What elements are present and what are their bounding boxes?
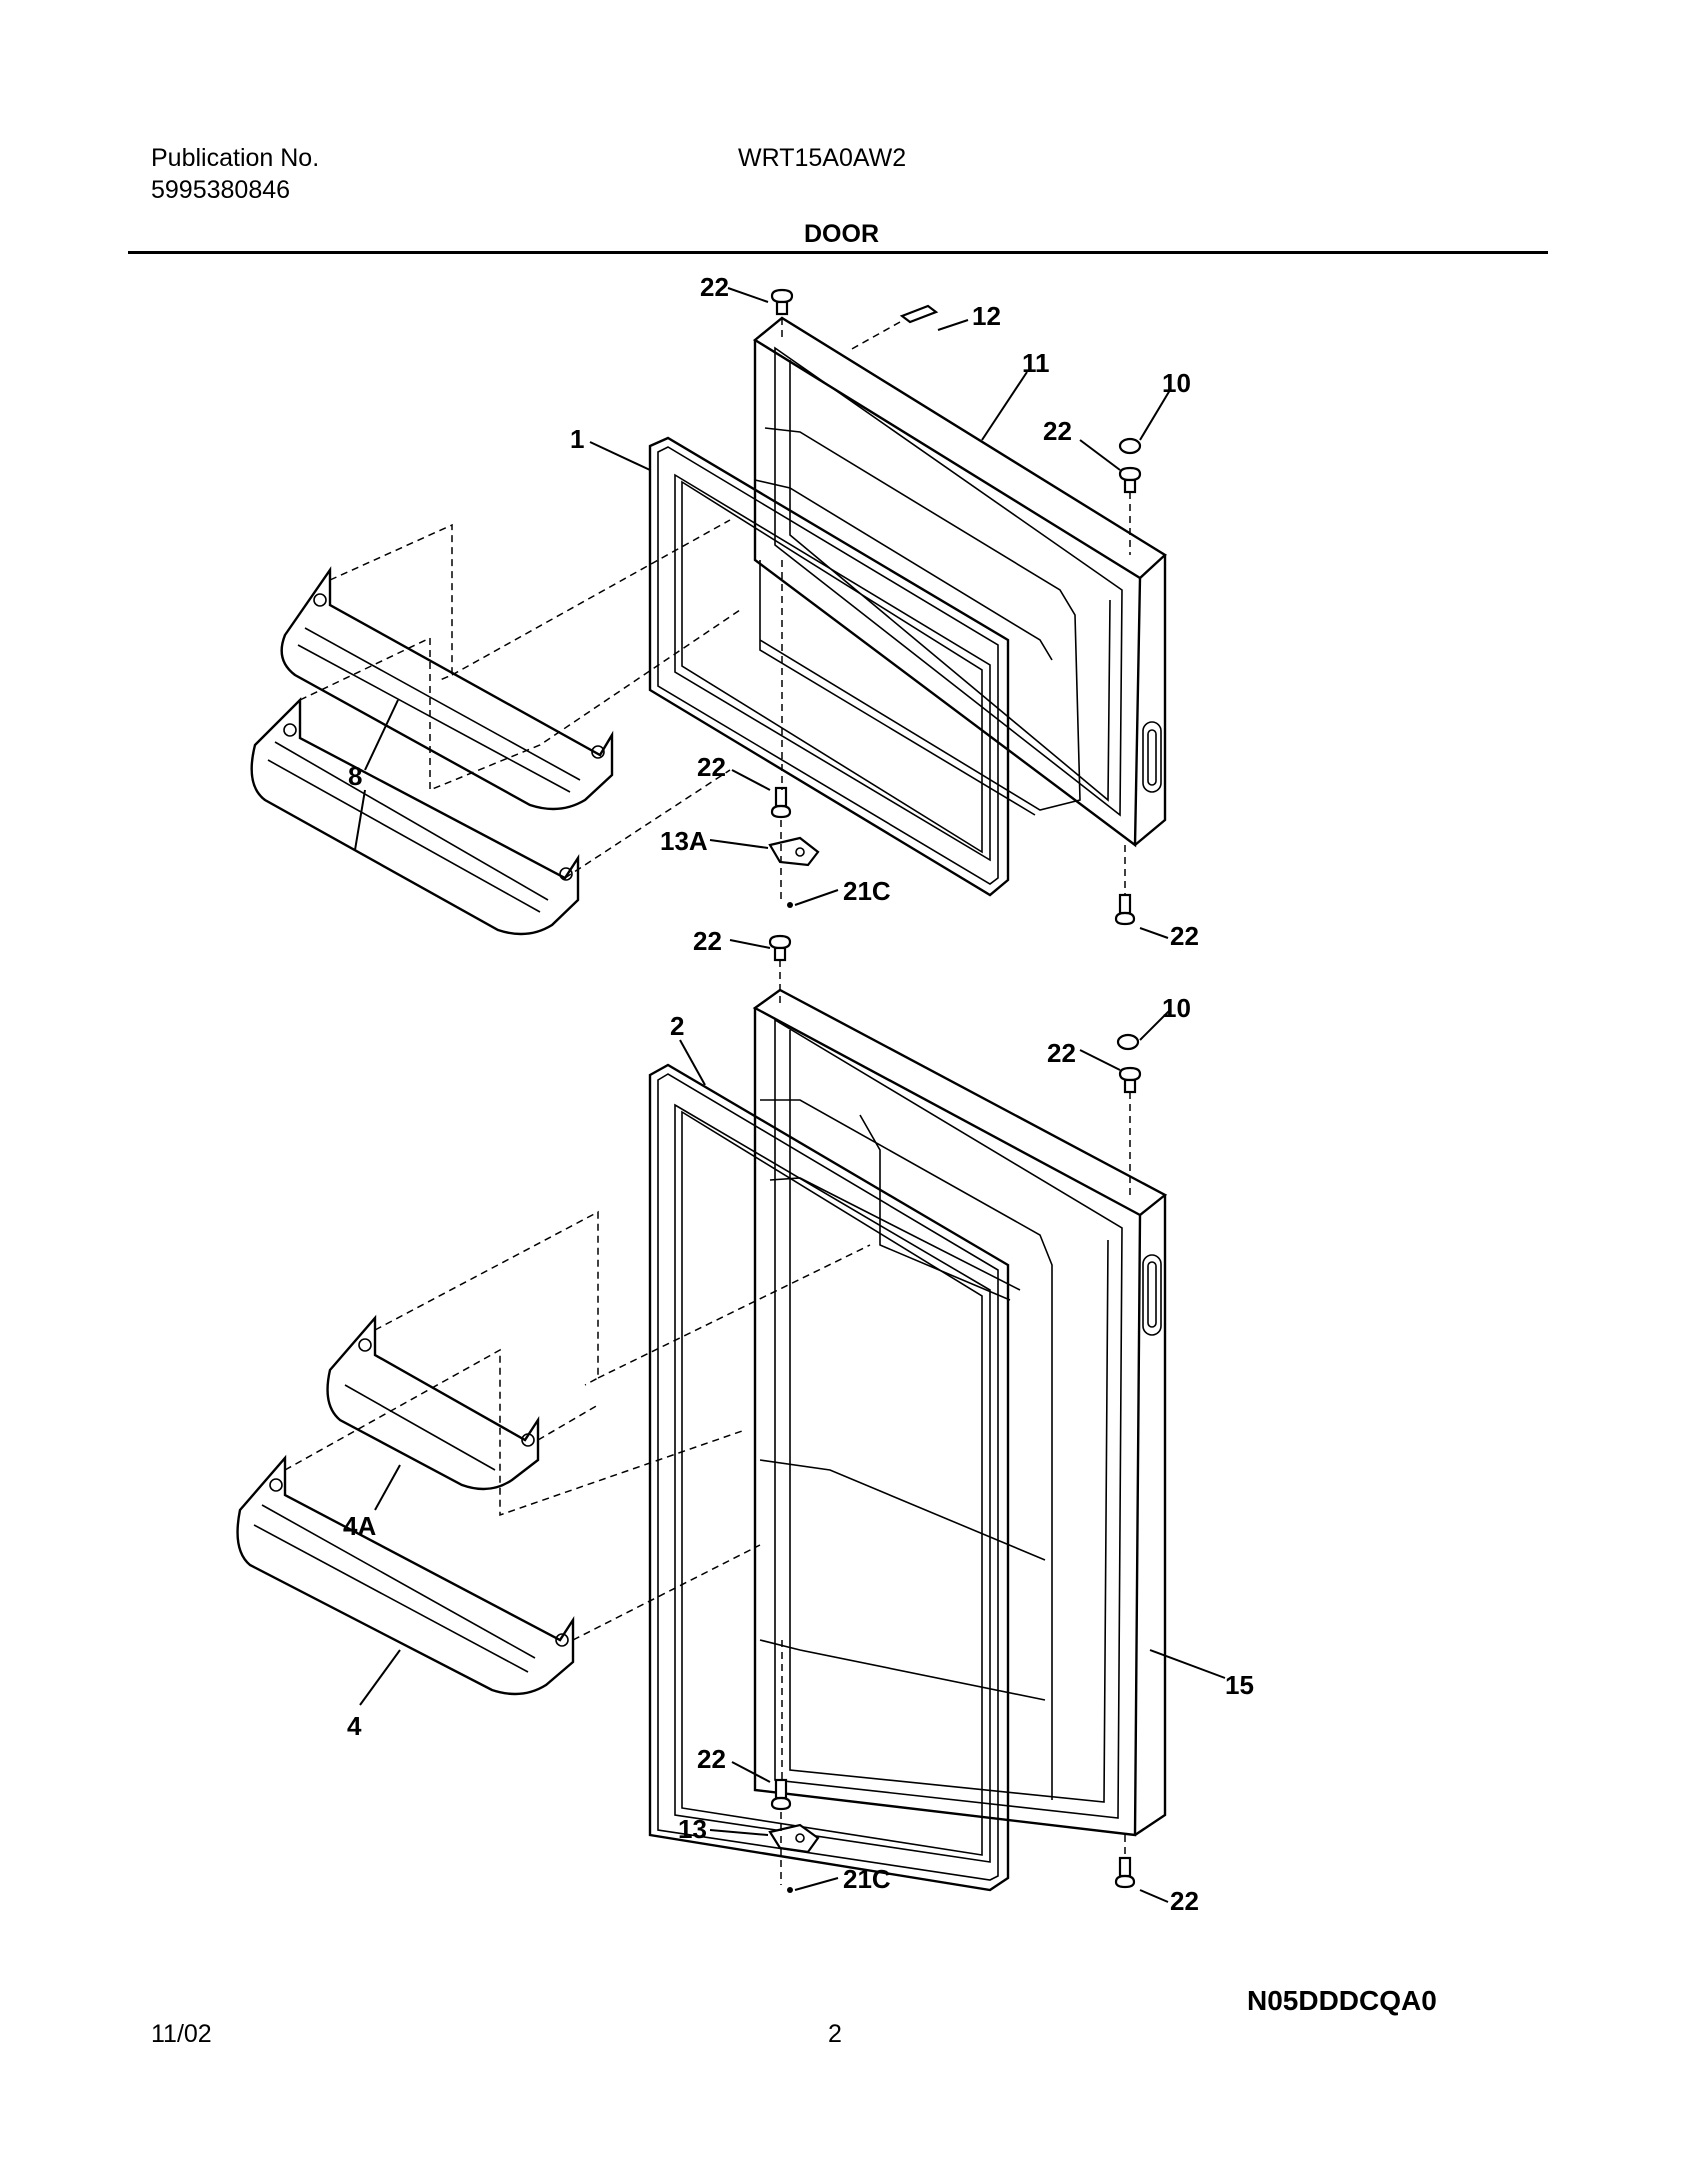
footer-page-number: 2 bbox=[828, 2020, 842, 2048]
screw-icon bbox=[1114, 1856, 1136, 1889]
label-icon bbox=[899, 304, 939, 324]
callout-10: 10 bbox=[1162, 993, 1191, 1023]
callout-4: 4 bbox=[347, 1711, 362, 1741]
callout-2: 2 bbox=[670, 1011, 684, 1041]
callout-22: 22 bbox=[700, 272, 729, 302]
hinge-icon bbox=[768, 1823, 820, 1854]
fresh-food-door-shelf bbox=[236, 1454, 575, 1696]
callout-21c: 21C bbox=[843, 876, 891, 906]
freezer-door-shelf bbox=[280, 566, 614, 811]
fresh-food-door-shelf bbox=[326, 1314, 540, 1491]
callout-15: 15 bbox=[1225, 1670, 1254, 1700]
callout-8: 8 bbox=[348, 761, 362, 791]
screw-icon bbox=[768, 934, 792, 962]
section-title: DOOR bbox=[804, 220, 879, 248]
model-number: WRT15A0AW2 bbox=[738, 144, 907, 172]
callout-22: 22 bbox=[1170, 921, 1199, 951]
diagram-code: N05DDDCQA0 bbox=[1247, 1985, 1437, 2016]
freezer-door-shelf bbox=[250, 697, 580, 936]
screw-icon bbox=[1118, 466, 1142, 494]
screw-icon bbox=[770, 1778, 792, 1811]
callout-12: 12 bbox=[972, 301, 1001, 331]
publication-number: 5995380846 bbox=[151, 176, 291, 204]
freezer-door-assembly bbox=[648, 288, 1167, 926]
plug-icon bbox=[1116, 1033, 1140, 1051]
callout-22: 22 bbox=[1047, 1038, 1076, 1068]
callout-1: 1 bbox=[570, 424, 584, 454]
freezer-door-panel bbox=[752, 316, 1167, 848]
publication-label: Publication No. bbox=[151, 144, 320, 172]
screw-icon bbox=[1118, 1066, 1142, 1094]
callout-13: 13 bbox=[678, 1814, 707, 1844]
screw-icon bbox=[770, 288, 794, 316]
callout-11: 11 bbox=[1022, 348, 1050, 378]
callout-21c: 21C bbox=[843, 1864, 891, 1894]
callout-22: 22 bbox=[693, 926, 722, 956]
freezer-door-gasket bbox=[648, 436, 1010, 897]
fresh-food-door-panel bbox=[752, 988, 1168, 1837]
callout-4a: 4A bbox=[343, 1511, 376, 1541]
callout-13a: 13A bbox=[660, 826, 708, 856]
footer-date: 11/02 bbox=[151, 2020, 212, 2048]
screw-icon bbox=[1114, 893, 1136, 926]
fresh-food-door-assembly bbox=[648, 934, 1168, 1893]
callout-22: 22 bbox=[697, 1744, 726, 1774]
callout-22: 22 bbox=[1170, 1886, 1199, 1916]
hinge-icon bbox=[768, 836, 820, 867]
plug-icon bbox=[1118, 437, 1142, 455]
header-rule bbox=[128, 251, 1548, 254]
callout-22: 22 bbox=[697, 752, 726, 782]
fresh-food-door-gasket bbox=[648, 1063, 1010, 1892]
screw-icon bbox=[770, 786, 792, 819]
callout-22: 22 bbox=[1043, 416, 1072, 446]
callout-10: 10 bbox=[1162, 368, 1191, 398]
